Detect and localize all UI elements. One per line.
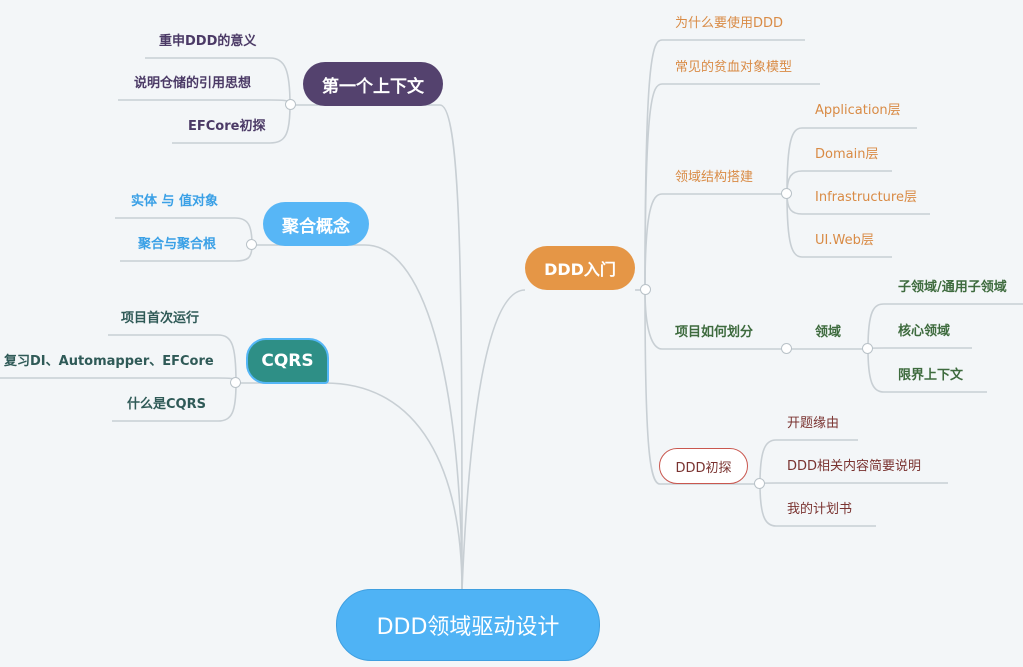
intro-why[interactable]: 为什么要使用DDD <box>675 16 784 31</box>
collapse-toggle[interactable] <box>754 478 765 489</box>
root-node[interactable]: DDD领域驱动设计 <box>336 589 600 661</box>
explore-item[interactable]: 我的计划书 <box>787 502 853 517</box>
domain-item[interactable]: 限界上下文 <box>898 368 964 383</box>
context-item[interactable]: 说明仓储的引用思想 <box>134 76 252 91</box>
branch-cqrs[interactable]: CQRS <box>246 338 329 384</box>
division-domain[interactable]: 领域 <box>815 325 842 340</box>
explore-item[interactable]: 开题缘由 <box>787 416 840 431</box>
branch-aggregate[interactable]: 聚合概念 <box>263 202 369 246</box>
branch-context[interactable]: 第一个上下文 <box>303 62 443 106</box>
layer-item[interactable]: Application层 <box>815 103 901 118</box>
intro-anemic[interactable]: 常见的贫血对象模型 <box>675 60 793 75</box>
context-item[interactable]: EFCore初探 <box>188 119 266 134</box>
collapse-toggle[interactable] <box>640 284 651 295</box>
layer-item[interactable]: UI.Web层 <box>815 233 874 248</box>
domain-item[interactable]: 核心领域 <box>898 324 951 339</box>
layer-item[interactable]: Domain层 <box>815 147 879 162</box>
aggregate-item[interactable]: 实体 与 值对象 <box>131 194 219 209</box>
cqrs-item[interactable]: 复习DI、Automapper、EFCore <box>4 354 214 369</box>
collapse-toggle[interactable] <box>285 99 296 110</box>
cqrs-item[interactable]: 什么是CQRS <box>127 397 206 412</box>
context-item[interactable]: 重申DDD的意义 <box>159 34 257 49</box>
cqrs-item[interactable]: 项目首次运行 <box>121 311 200 326</box>
collapse-toggle[interactable] <box>862 343 873 354</box>
node-explore[interactable]: DDD初探 <box>659 448 748 484</box>
collapse-toggle[interactable] <box>230 377 241 388</box>
domain-item[interactable]: 子领域/通用子领域 <box>898 280 1007 295</box>
aggregate-item[interactable]: 聚合与聚合根 <box>138 237 217 252</box>
collapse-toggle[interactable] <box>781 343 792 354</box>
collapse-toggle[interactable] <box>781 188 792 199</box>
intro-division[interactable]: 项目如何划分 <box>675 325 754 340</box>
branch-intro[interactable]: DDD入门 <box>525 246 635 290</box>
collapse-toggle[interactable] <box>246 239 257 250</box>
explore-item[interactable]: DDD相关内容简要说明 <box>787 459 922 474</box>
intro-structure[interactable]: 领域结构搭建 <box>675 170 754 185</box>
layer-item[interactable]: Infrastructure层 <box>815 190 917 205</box>
